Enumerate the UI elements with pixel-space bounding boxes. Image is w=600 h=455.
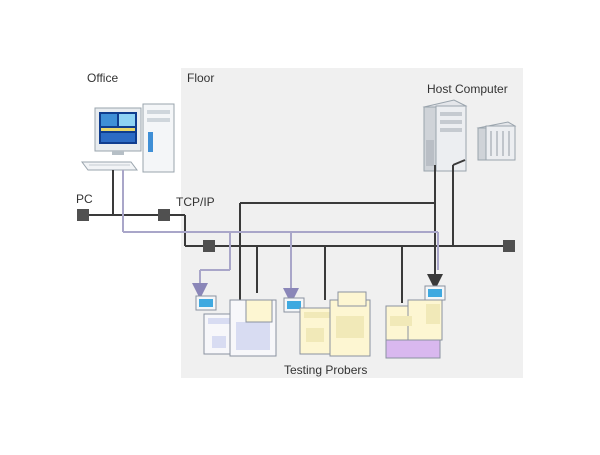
wafer-prober-icon	[283, 291, 371, 357]
office-label: Office	[87, 71, 119, 85]
testing-probers-label: Testing Probers	[284, 363, 368, 377]
wafer-prober-icon	[385, 285, 446, 359]
desktop-pc-icon	[81, 103, 175, 173]
pc-label: PC	[76, 192, 93, 206]
floor-label: Floor	[187, 71, 215, 85]
network-node-icon	[77, 209, 515, 252]
host-server-icon	[422, 99, 468, 172]
tcp-ip-label: TCP/IP	[176, 195, 215, 209]
signal-lines	[122, 170, 439, 304]
host-computer-label: Host Computer	[427, 82, 508, 96]
wafer-prober-icon	[195, 295, 277, 357]
network-lines	[84, 159, 510, 303]
storage-rack-icon	[476, 121, 517, 161]
